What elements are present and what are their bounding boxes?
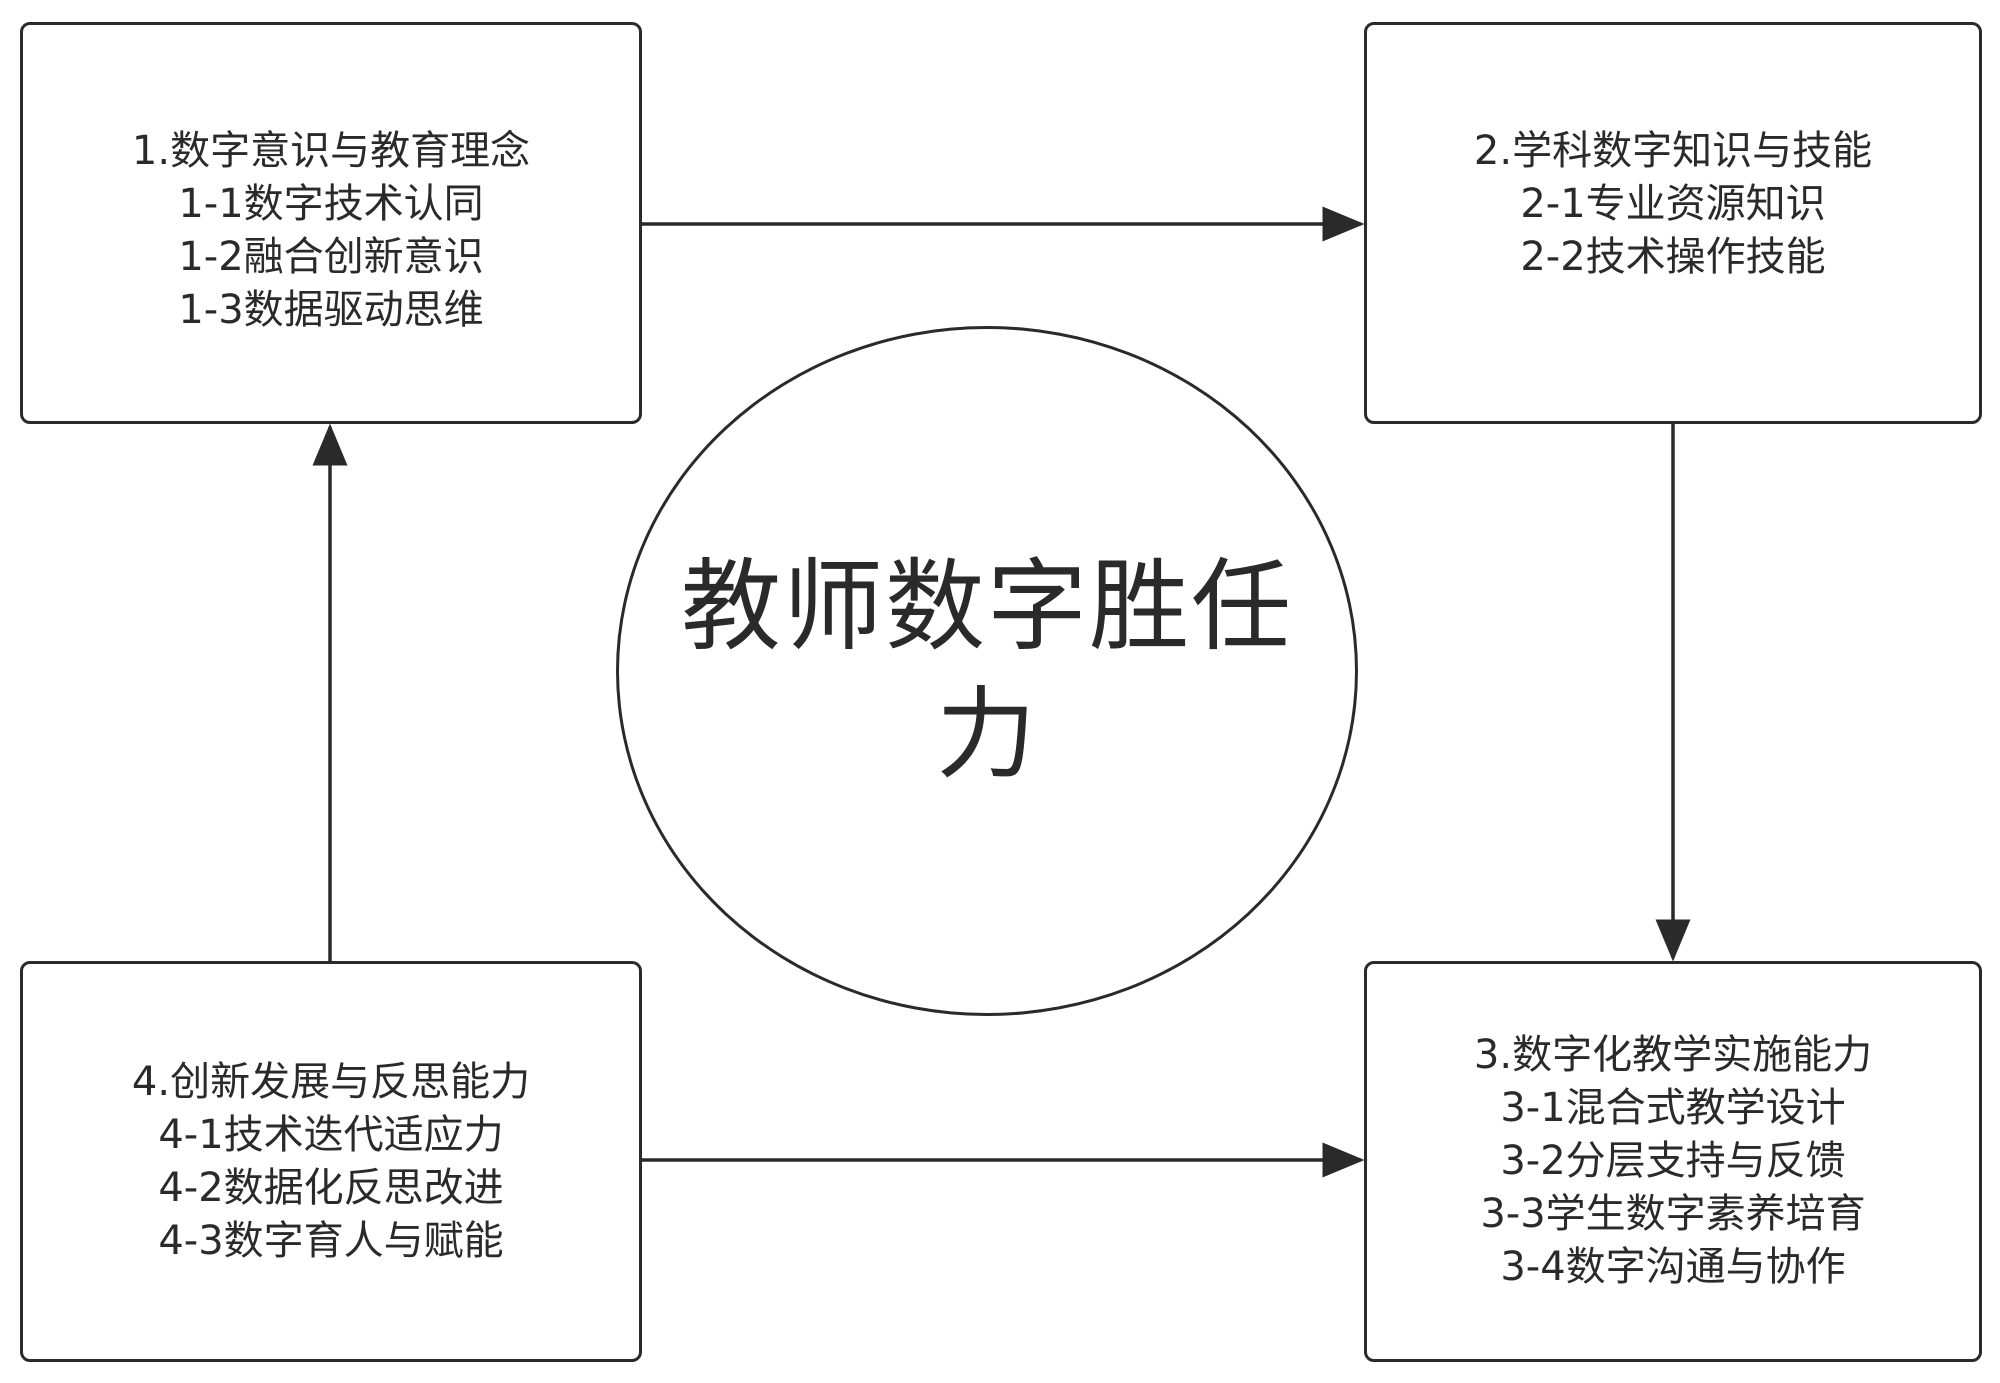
box-3-item-3: 3-3学生数字素养培育 bbox=[1480, 1191, 1866, 1237]
box-subject-knowledge: 2.学科数字知识与技能 2-1专业资源知识 2-2技术操作技能 bbox=[1364, 22, 1982, 424]
box-3-title: 3.数字化教学实施能力 bbox=[1473, 1032, 1873, 1078]
box-4-title: 4.创新发展与反思能力 bbox=[131, 1058, 531, 1105]
box-1-title: 1.数字意识与教育理念 bbox=[131, 128, 531, 174]
box-1-item-1: 1-1数字技术认同 bbox=[178, 181, 484, 227]
box-2-item-1: 2-1专业资源知识 bbox=[1520, 181, 1826, 227]
box-3-item-4: 3-4数字沟通与协作 bbox=[1500, 1244, 1846, 1290]
box-3-item-1: 3-1混合式教学设计 bbox=[1500, 1085, 1846, 1131]
box-4-item-2: 4-2数据化反思改进 bbox=[158, 1164, 504, 1211]
box-teaching-implementation: 3.数字化教学实施能力 3-1混合式教学设计 3-2分层支持与反馈 3-3学生数… bbox=[1364, 961, 1982, 1362]
center-title-line-1: 教师数字胜任 bbox=[681, 548, 1293, 665]
box-1-item-2: 1-2融合创新意识 bbox=[178, 234, 484, 280]
box-digital-awareness: 1.数字意识与教育理念 1-1数字技术认同 1-2融合创新意识 1-3数据驱动思… bbox=[20, 22, 642, 424]
box-4-item-3: 4-3数字育人与赋能 bbox=[158, 1217, 504, 1264]
center-title-line-2: 力 bbox=[936, 676, 1038, 793]
box-2-title: 2.学科数字知识与技能 bbox=[1473, 128, 1873, 174]
box-innovation-reflection: 4.创新发展与反思能力 4-1技术迭代适应力 4-2数据化反思改进 4-3数字育… bbox=[20, 961, 642, 1362]
box-2-item-2: 2-2技术操作技能 bbox=[1520, 234, 1826, 280]
box-1-item-3: 1-3数据驱动思维 bbox=[178, 287, 484, 333]
box-3-item-2: 3-2分层支持与反馈 bbox=[1500, 1138, 1846, 1184]
center-competency-circle: 教师数字胜任 力 bbox=[616, 326, 1358, 1016]
box-4-item-1: 4-1技术迭代适应力 bbox=[158, 1111, 504, 1158]
